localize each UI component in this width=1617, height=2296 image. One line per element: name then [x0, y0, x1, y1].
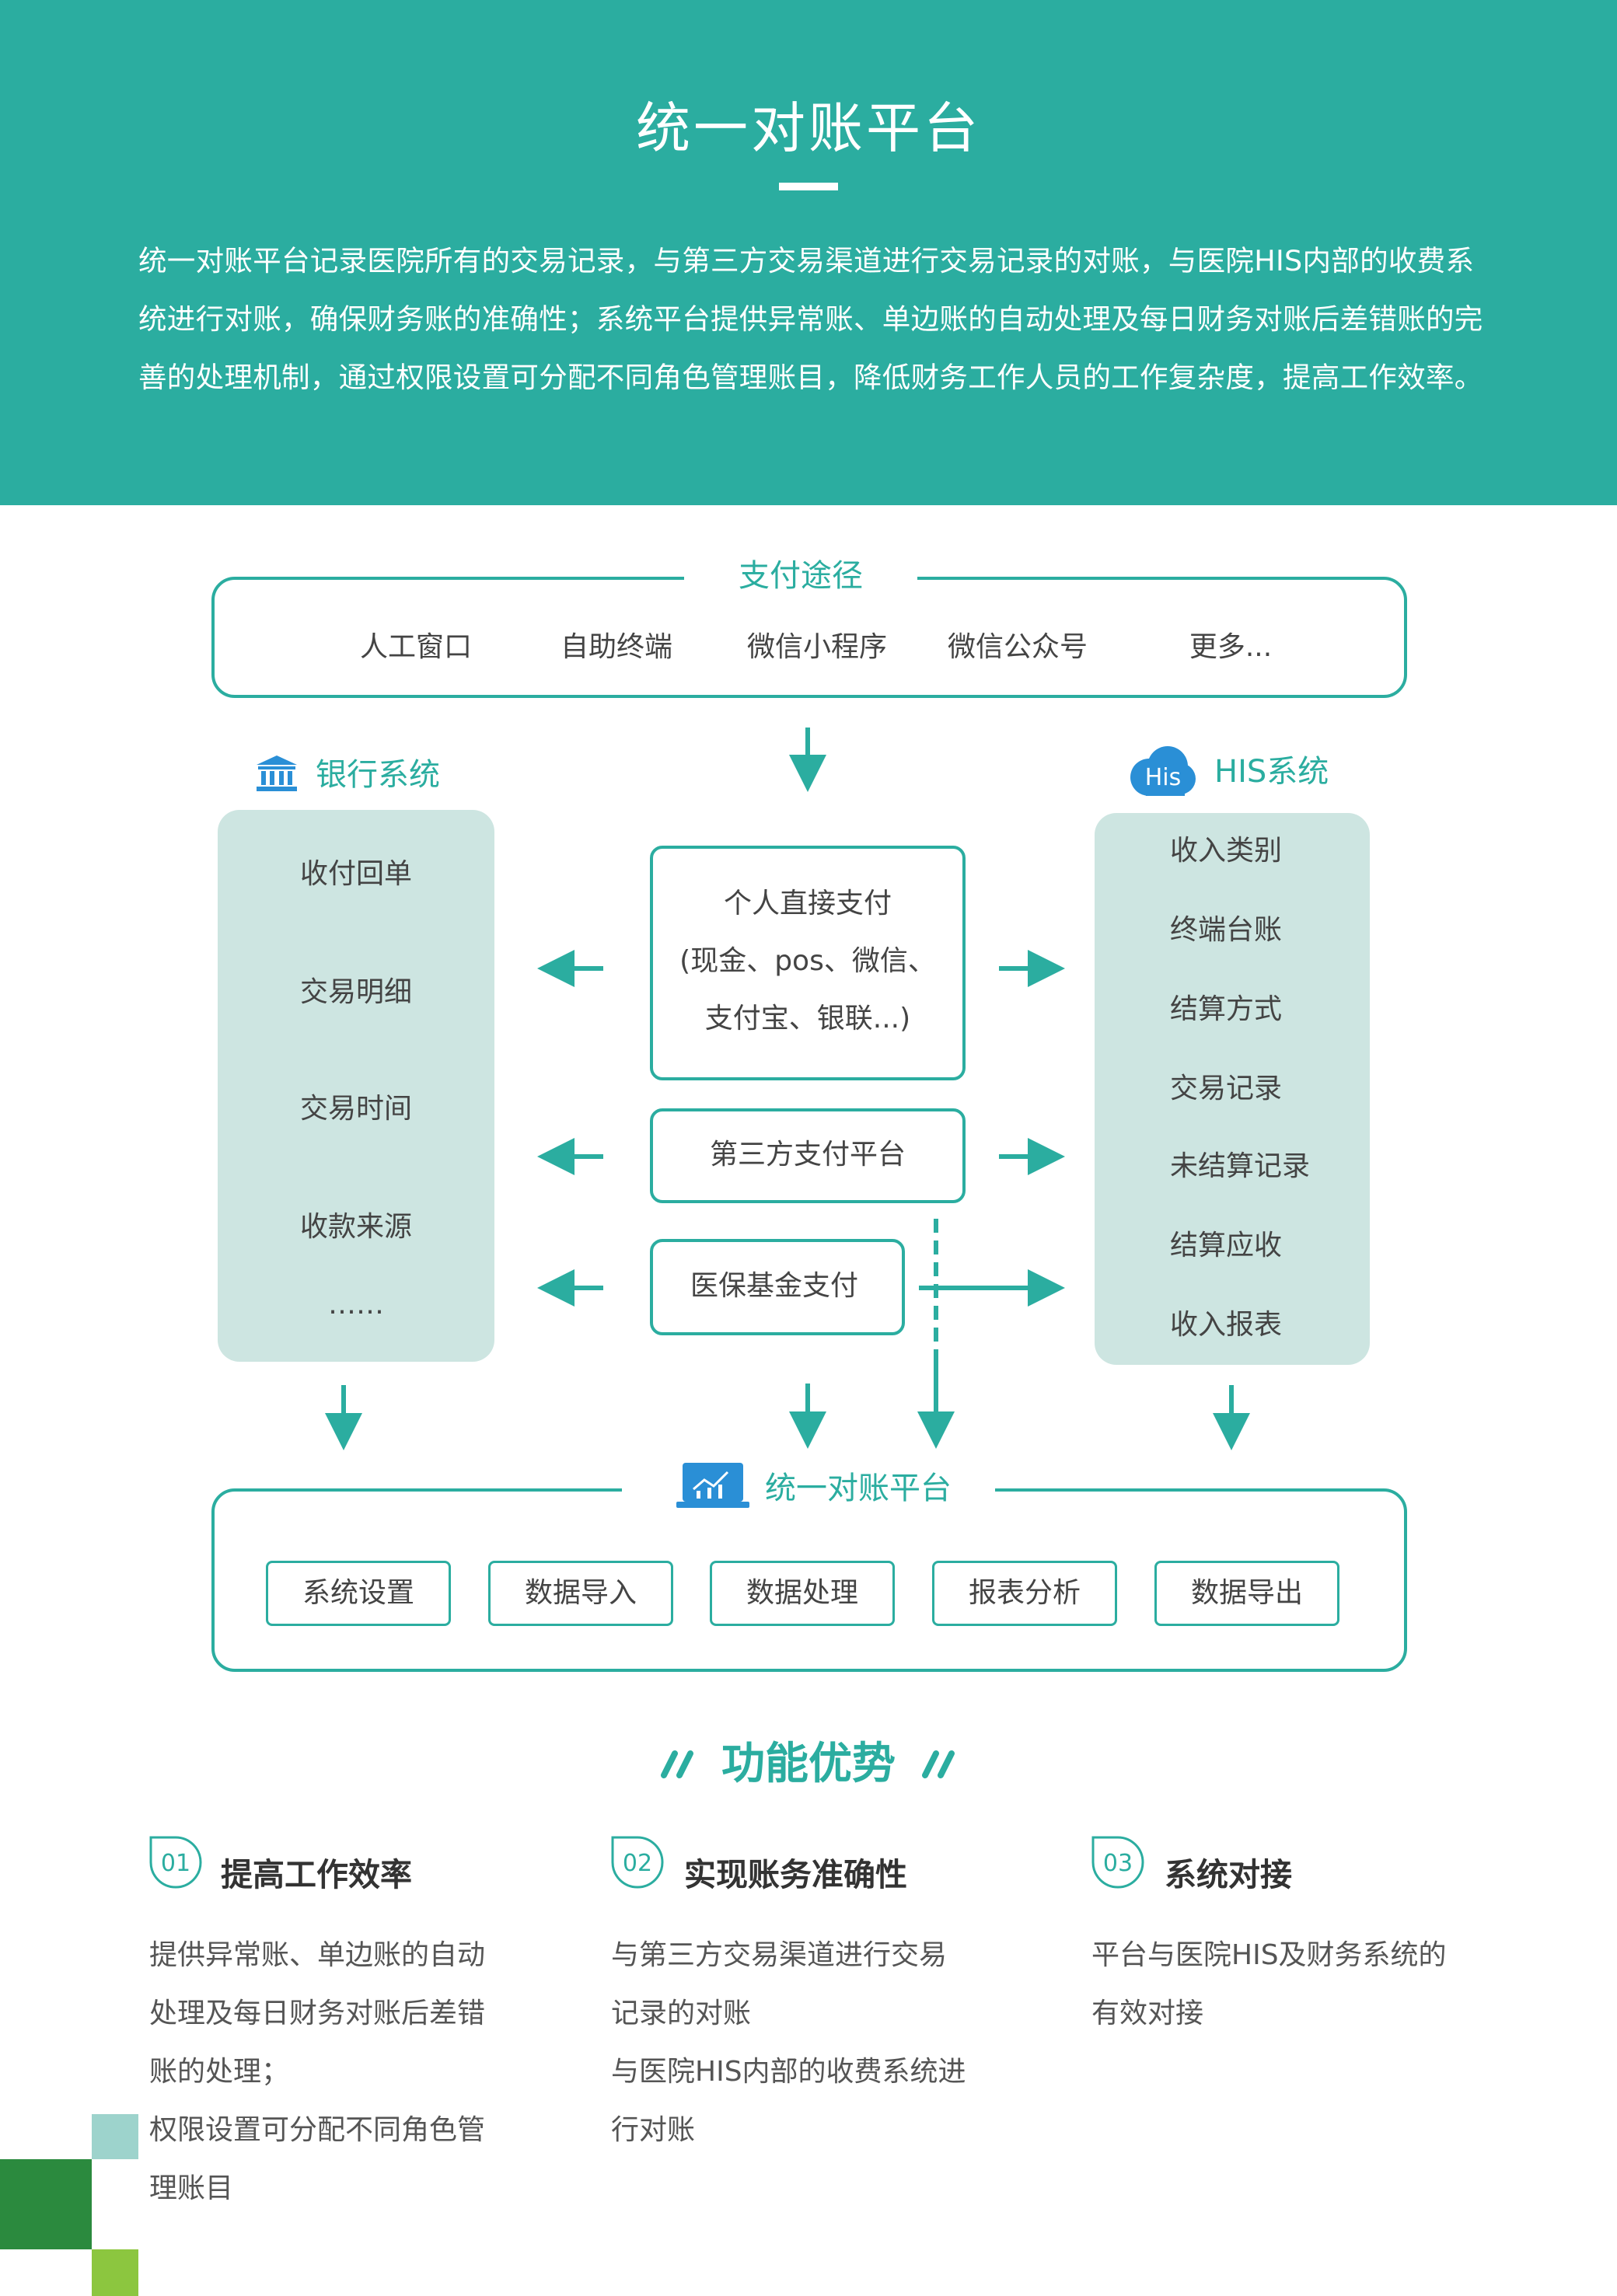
personal-payment-line: 个人直接支付	[723, 888, 892, 919]
corner-square-decoration	[92, 2114, 138, 2159]
advantage-text-line: 账的处理；	[149, 2056, 290, 2088]
advantage-text-line: 平台与医院HIS及财务系统的	[1091, 1939, 1447, 1971]
advantage-text-line: 提供异常账、单边账的自动	[149, 1939, 486, 1971]
payment-item: 更多...	[1189, 631, 1273, 663]
personal-payment-line: (现金、pos、微信、	[679, 945, 936, 977]
his-item: 交易记录	[1170, 1073, 1283, 1104]
bank-icon	[255, 754, 299, 794]
his-system-title: HIS系统	[1214, 754, 1329, 790]
corner-square-decoration	[92, 2249, 138, 2296]
page-title: 统一对账平台	[636, 96, 981, 160]
payment-item: 微信小程序	[746, 631, 887, 663]
advantage-text-line: 行对账	[611, 2114, 696, 2146]
advantage-title: 实现账务准确性	[684, 1856, 907, 1893]
third-party-payment-label: 第三方支付平台	[709, 1139, 906, 1171]
personal-payment-line: 支付宝、银联...)	[704, 1003, 911, 1035]
bank-item: 交易明细	[299, 976, 412, 1008]
advantage-text-line: 处理及每日财务对账后差错	[149, 1998, 486, 2029]
bank-item: ……	[328, 1289, 384, 1321]
number-badge	[148, 1834, 204, 1890]
advantage-text-line: 理账目	[149, 2172, 234, 2204]
title-underline	[779, 183, 838, 190]
advantages-title: 功能优势	[721, 1739, 896, 1789]
his-item: 收入报表	[1170, 1309, 1283, 1341]
payment-channels-title: 支付途径	[739, 558, 863, 594]
number-badge	[609, 1834, 665, 1890]
bank-system-panel	[218, 810, 494, 1362]
header-banner	[0, 0, 1617, 505]
platform-title: 统一对账平台	[765, 1471, 952, 1506]
bank-item: 收付回单	[299, 858, 412, 890]
payment-item: 人工窗口	[359, 631, 472, 663]
personal-payment-box	[650, 846, 966, 1080]
slash-decoration-left	[658, 1749, 698, 1780]
report-analysis-button[interactable]: 报表分析	[932, 1561, 1117, 1626]
intro-paragraph: 统一对账平台记录医院所有的交易记录，与第三方交易渠道进行交易记录的对账，与医院H…	[138, 244, 1483, 394]
corner-square-decoration	[0, 2159, 92, 2249]
advantage-title: 系统对接	[1165, 1856, 1292, 1893]
insurance-payment-label: 医保基金支付	[690, 1270, 858, 1302]
data-processing-button[interactable]: 数据处理	[710, 1561, 895, 1626]
system-settings-button[interactable]: 系统设置	[266, 1561, 451, 1626]
number-badge-text: 03	[1102, 1850, 1133, 1877]
payment-item: 微信公众号	[947, 631, 1088, 663]
payment-item: 自助终端	[560, 631, 672, 663]
bank-system-title: 银行系统	[316, 757, 440, 793]
advantage-text-line: 权限设置可分配不同角色管	[149, 2114, 486, 2146]
his-item: 结算应收	[1170, 1230, 1283, 1261]
advantage-text-line: 记录的对账	[611, 1998, 752, 2029]
advantage-title: 提高工作效率	[221, 1856, 412, 1893]
advantage-text-line: 与第三方交易渠道进行交易	[611, 1939, 948, 1971]
third-party-payment-box	[650, 1108, 966, 1203]
data-export-button[interactable]: 数据导出	[1154, 1561, 1339, 1626]
slash-decoration-right	[919, 1749, 959, 1780]
insurance-payment-box	[650, 1239, 905, 1335]
number-badge	[1090, 1834, 1146, 1890]
cloud-icon	[1126, 743, 1197, 799]
his-system-panel	[1095, 813, 1370, 1365]
his-badge: His	[1144, 764, 1182, 791]
chart-monitor-icon	[676, 1461, 749, 1509]
number-badge-text: 01	[160, 1850, 191, 1877]
bank-item: 交易时间	[299, 1093, 412, 1125]
his-item: 结算方式	[1170, 993, 1283, 1025]
advantage-text-line: 与医院HIS内部的收费系统进	[611, 2056, 966, 2088]
his-item: 终端台账	[1170, 914, 1283, 946]
his-item: 收入类别	[1170, 835, 1283, 867]
advantage-text-line: 有效对接	[1091, 1998, 1204, 2029]
data-import-button[interactable]: 数据导入	[488, 1561, 673, 1626]
his-item: 未结算记录	[1170, 1150, 1311, 1182]
number-badge-text: 02	[622, 1850, 653, 1877]
bank-item: 收款来源	[299, 1211, 412, 1243]
